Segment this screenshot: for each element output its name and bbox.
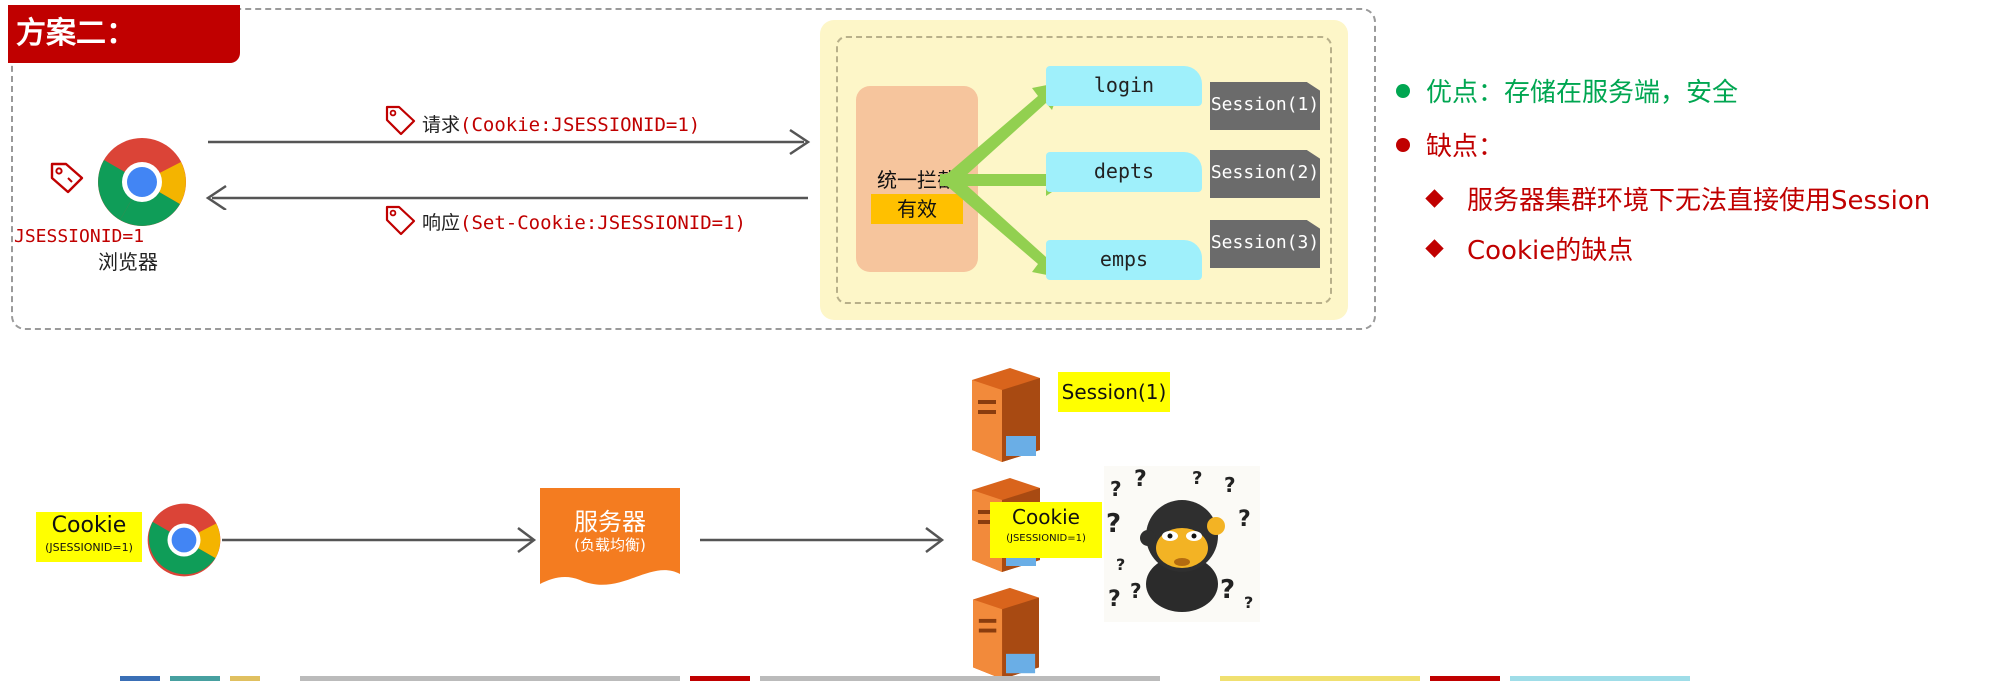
chrome-browser-icon[interactable] [96, 136, 188, 228]
response-tag-icon [385, 205, 416, 236]
client-cookie-label: Cookie (JSESSIONID=1) [36, 512, 142, 562]
request-label-detail: (Cookie:JSESSIONID=1) [460, 114, 701, 136]
client-cookie-id: (JSESSIONID=1) [45, 541, 133, 554]
con-item-1-text: 服务器集群环境下无法直接使用Session [1467, 186, 1931, 216]
svg-text:?: ? [1108, 587, 1121, 612]
dispatch-arrows [940, 82, 1070, 278]
lb-to-cluster-arrow [700, 527, 945, 553]
load-balancer-title: 服务器 [574, 508, 646, 536]
resource-emps[interactable]: emps [1046, 240, 1202, 280]
server-tower-icon [972, 368, 1040, 462]
client-chrome-icon[interactable] [146, 502, 222, 578]
diamond-bullet-icon [1425, 189, 1444, 208]
resource-login[interactable]: login [1046, 66, 1202, 106]
request-response-arrows [205, 128, 811, 210]
session-2-doc: Session(2) [1210, 150, 1320, 198]
browser-cookie-label: JSESSIONID=1 [14, 226, 145, 247]
client-to-lb-arrow [222, 527, 537, 553]
scheme-frame [11, 8, 1376, 330]
load-balancer-shape[interactable] [540, 488, 680, 588]
interceptor-valid-badge: 有效 [871, 194, 963, 224]
server-inner-frame [836, 36, 1332, 304]
request-tag-icon [385, 105, 416, 136]
con-item-1: 服务器集群环境下无法直接使用Session [1425, 184, 1931, 218]
con-item-2: Cookie的缺点 [1425, 234, 1634, 268]
server-tower-icon [973, 587, 1039, 680]
svg-text:?: ? [1106, 509, 1121, 539]
con-note: 缺点： [1396, 130, 1504, 164]
svg-text:?: ? [1238, 507, 1251, 532]
server-cookie-title: Cookie [1012, 505, 1080, 529]
server-session-label: Session(1) [1058, 372, 1170, 412]
diamond-bullet-icon [1425, 239, 1444, 258]
request-label-prefix: 请求 [422, 114, 461, 136]
pro-text: 优点：存储在服务端，安全 [1426, 78, 1739, 108]
request-label: 请求(Cookie:JSESSIONID=1) [422, 110, 700, 137]
pro-note: 优点：存储在服务端，安全 [1396, 76, 1738, 110]
resource-depts[interactable]: depts [1046, 152, 1202, 192]
tag-icon [50, 162, 84, 194]
svg-text:?: ? [1244, 593, 1253, 612]
server-cookie-id: (JSESSIONID=1) [1006, 533, 1086, 544]
svg-text:?: ? [1224, 473, 1236, 497]
cropped-strip [120, 676, 1690, 681]
browser-label: 浏览器 [98, 250, 158, 274]
response-label-prefix: 响应 [422, 212, 461, 234]
svg-text:?: ? [1110, 477, 1122, 501]
svg-text:?: ? [1134, 467, 1147, 492]
svg-text:?: ? [1192, 468, 1202, 489]
red-bullet-icon [1396, 137, 1410, 152]
load-balancer-subtitle: (负载均衡) [574, 536, 646, 554]
svg-text:?: ? [1130, 579, 1142, 603]
session-1-doc: Session(1) [1210, 82, 1320, 130]
con-text: 缺点： [1426, 132, 1505, 162]
session-3-doc: Session(3) [1210, 220, 1320, 268]
scheme-title: 方案二：Session [8, 5, 240, 109]
con-item-2-text: Cookie的缺点 [1467, 236, 1634, 266]
green-bullet-icon [1396, 83, 1410, 98]
svg-text:?: ? [1116, 555, 1125, 574]
server-cookie-label: Cookie (JSESSIONID=1) [990, 502, 1102, 558]
response-label-detail: (Set-Cookie:JSESSIONID=1) [460, 212, 746, 234]
confused-monkey-icon: ? ? ? ? ? ? ? ? ? ? ? [1104, 466, 1260, 622]
svg-text:?: ? [1220, 575, 1235, 605]
response-label: 响应(Set-Cookie:JSESSIONID=1) [422, 208, 746, 235]
client-cookie-title: Cookie [51, 513, 127, 538]
